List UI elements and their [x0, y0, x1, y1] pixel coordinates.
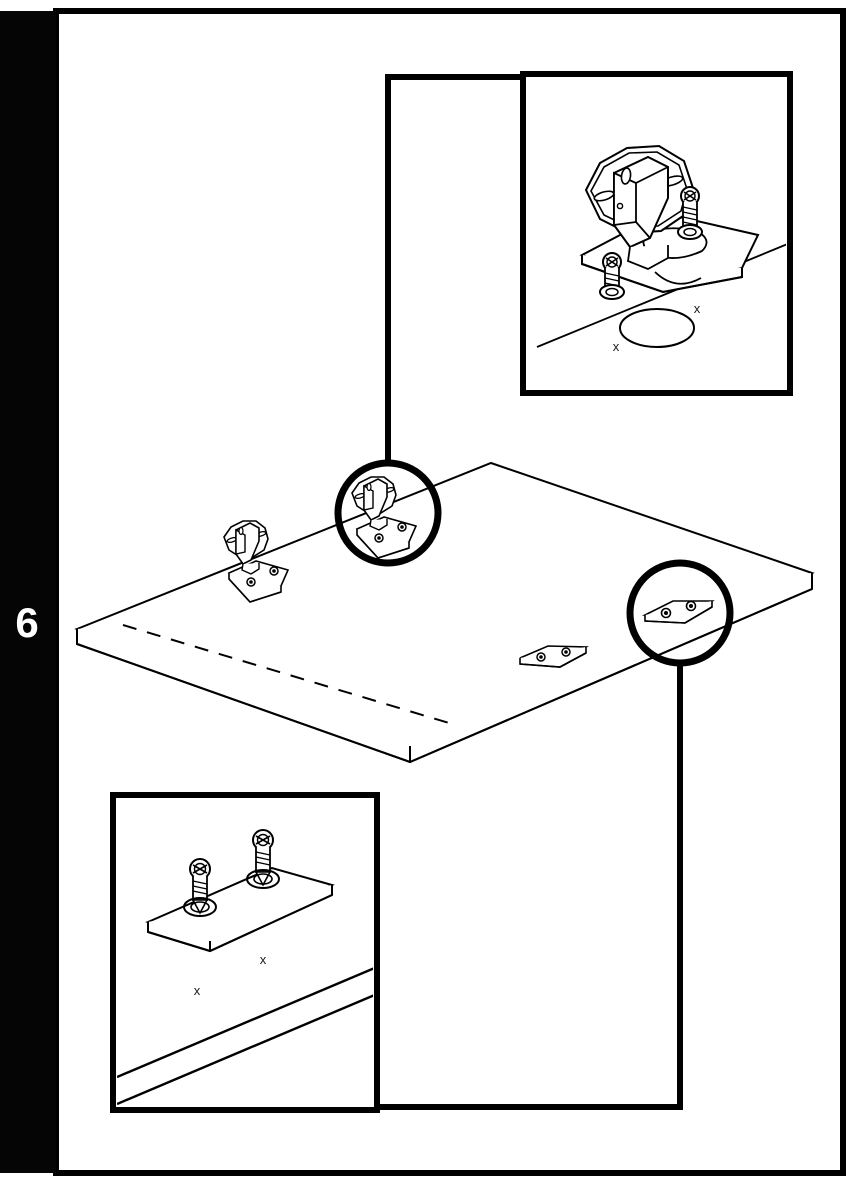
screw-right — [677, 186, 703, 240]
x-mark: x — [260, 952, 267, 967]
magnifier-circle-plate — [626, 559, 734, 667]
screw-plate-left — [183, 858, 217, 917]
leader-line-top — [385, 74, 530, 466]
detail-box-plate-frame — [110, 792, 380, 1113]
detail-illustration-hinge: x x — [536, 144, 786, 354]
hinge-mounting-plate — [579, 211, 760, 294]
x-mark: x — [194, 983, 201, 998]
step-sidebar-overlay — [0, 11, 56, 1173]
panel-edge-upper — [117, 967, 373, 1079]
panel-edge-line — [536, 243, 786, 348]
hinge-assembly-right — [351, 476, 418, 559]
step-number-label: 6 — [15, 599, 38, 646]
mounting-plate-detail — [145, 866, 335, 953]
panel-edge-lower — [117, 994, 373, 1106]
mounting-plate-main — [519, 645, 590, 668]
hinge-assembly-left — [223, 520, 290, 603]
mounting-plate-callout-right — [641, 600, 715, 624]
magnifier-circle-hinge — [334, 459, 442, 567]
hinge-arm — [613, 155, 669, 270]
screw-plate-right — [246, 829, 280, 889]
dashed-guide-line — [122, 624, 450, 724]
detail-illustration-plate: x x — [117, 829, 373, 1106]
x-mark: x — [694, 301, 701, 316]
drill-hole-ellipse — [619, 308, 695, 348]
leader-line-bottom — [371, 660, 683, 1110]
x-mark: x — [613, 339, 620, 354]
screw-left — [599, 252, 625, 300]
